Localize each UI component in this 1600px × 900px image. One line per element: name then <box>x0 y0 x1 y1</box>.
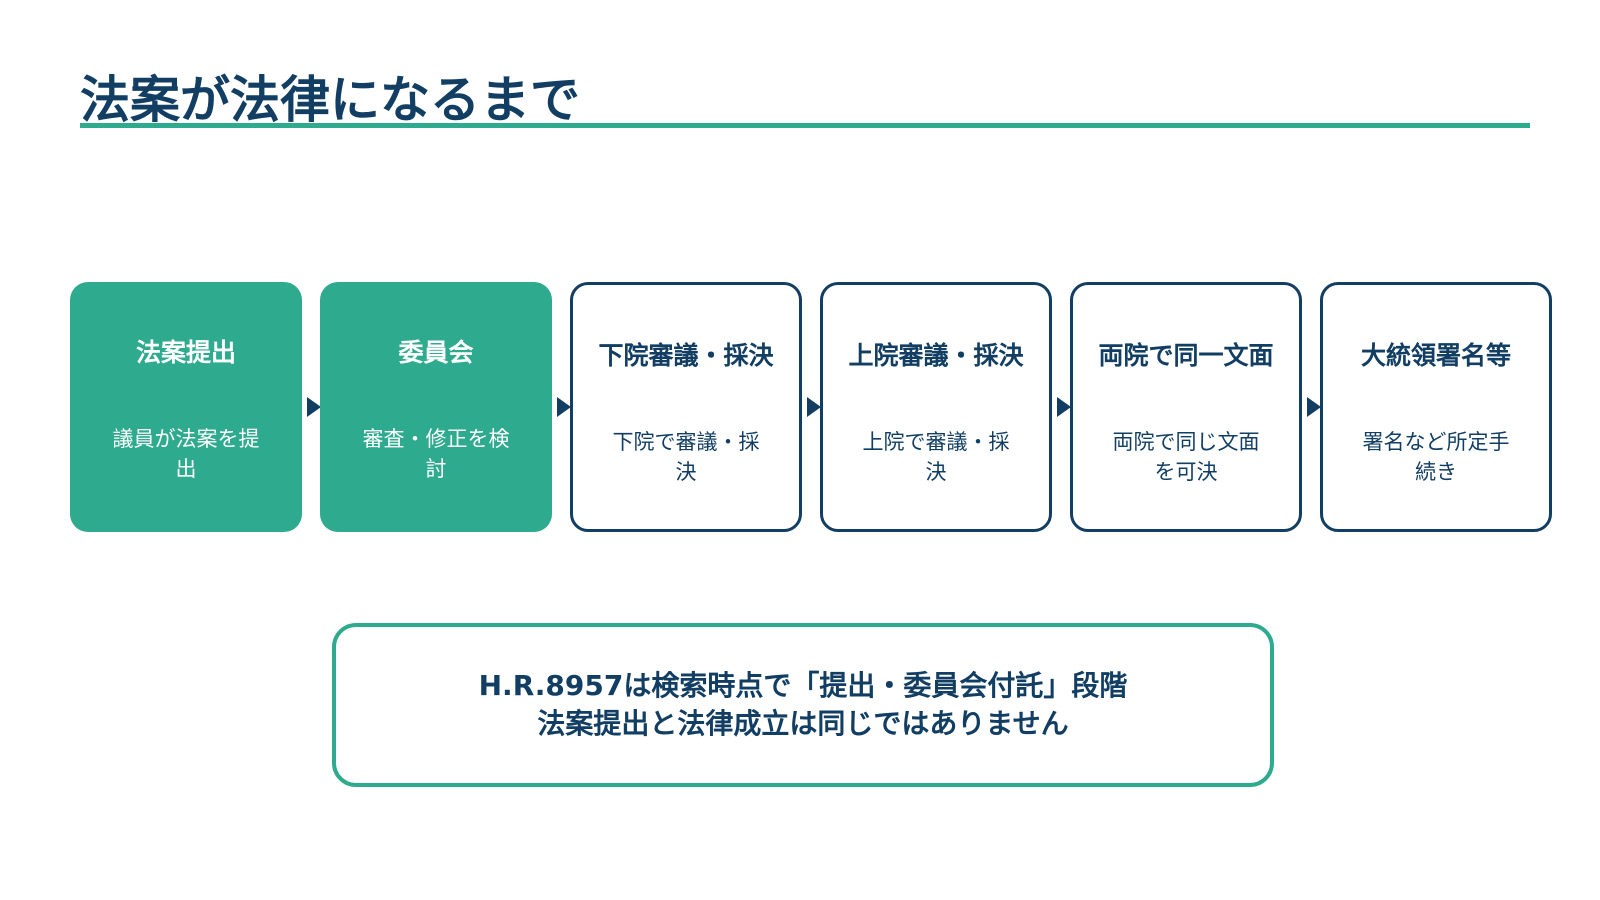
step-title: 法案提出 <box>135 338 236 367</box>
step-description: 議員が法案を提出 <box>112 427 260 481</box>
note-line-1: H.R.8957は検索時点で「提出・委員会付託」段階 <box>478 669 1128 702</box>
status-note-box: H.R.8957は検索時点で「提出・委員会付託」段階 法案提出と法律成立は同じで… <box>332 623 1274 787</box>
title-underline <box>80 123 1530 128</box>
step-title: 下院審議・採決 <box>598 341 774 370</box>
step-bill-introduction: 法案提出 議員が法案を提出 <box>70 282 302 532</box>
step-title: 両院で同一文面 <box>1098 341 1274 370</box>
step-senate-vote: 上院審議・採決 上院で審議・採決 <box>820 282 1052 532</box>
step-presidential-signature: 大統領署名等 署名など所定手続き <box>1320 282 1552 532</box>
process-flow: 法案提出 議員が法案を提出 委員会 審査・修正を検討 下院審議・採決 下院で審議… <box>70 282 1552 532</box>
arrow-right-icon <box>557 397 571 417</box>
step-description: 審査・修正を検討 <box>362 427 510 481</box>
step-title: 大統領署名等 <box>1360 341 1511 370</box>
step-title: 委員会 <box>398 338 474 367</box>
step-committee: 委員会 審査・修正を検討 <box>320 282 552 532</box>
note-line-2: 法案提出と法律成立は同じではありません <box>537 707 1069 740</box>
step-house-vote: 下院審議・採決 下院で審議・採決 <box>570 282 802 532</box>
step-description: 両院で同じ文面を可決 <box>1112 430 1260 484</box>
arrow-right-icon <box>807 397 821 417</box>
arrow-right-icon <box>1307 397 1321 417</box>
page-title: 法案が法律になるまで <box>80 71 580 129</box>
step-description: 署名など所定手続き <box>1362 430 1510 484</box>
step-title: 上院審議・採決 <box>848 341 1024 370</box>
arrow-right-icon <box>307 397 321 417</box>
step-description: 下院で審議・採決 <box>612 430 760 484</box>
step-identical-text: 両院で同一文面 両院で同じ文面を可決 <box>1070 282 1302 532</box>
step-description: 上院で審議・採決 <box>862 430 1010 484</box>
arrow-right-icon <box>1057 397 1071 417</box>
